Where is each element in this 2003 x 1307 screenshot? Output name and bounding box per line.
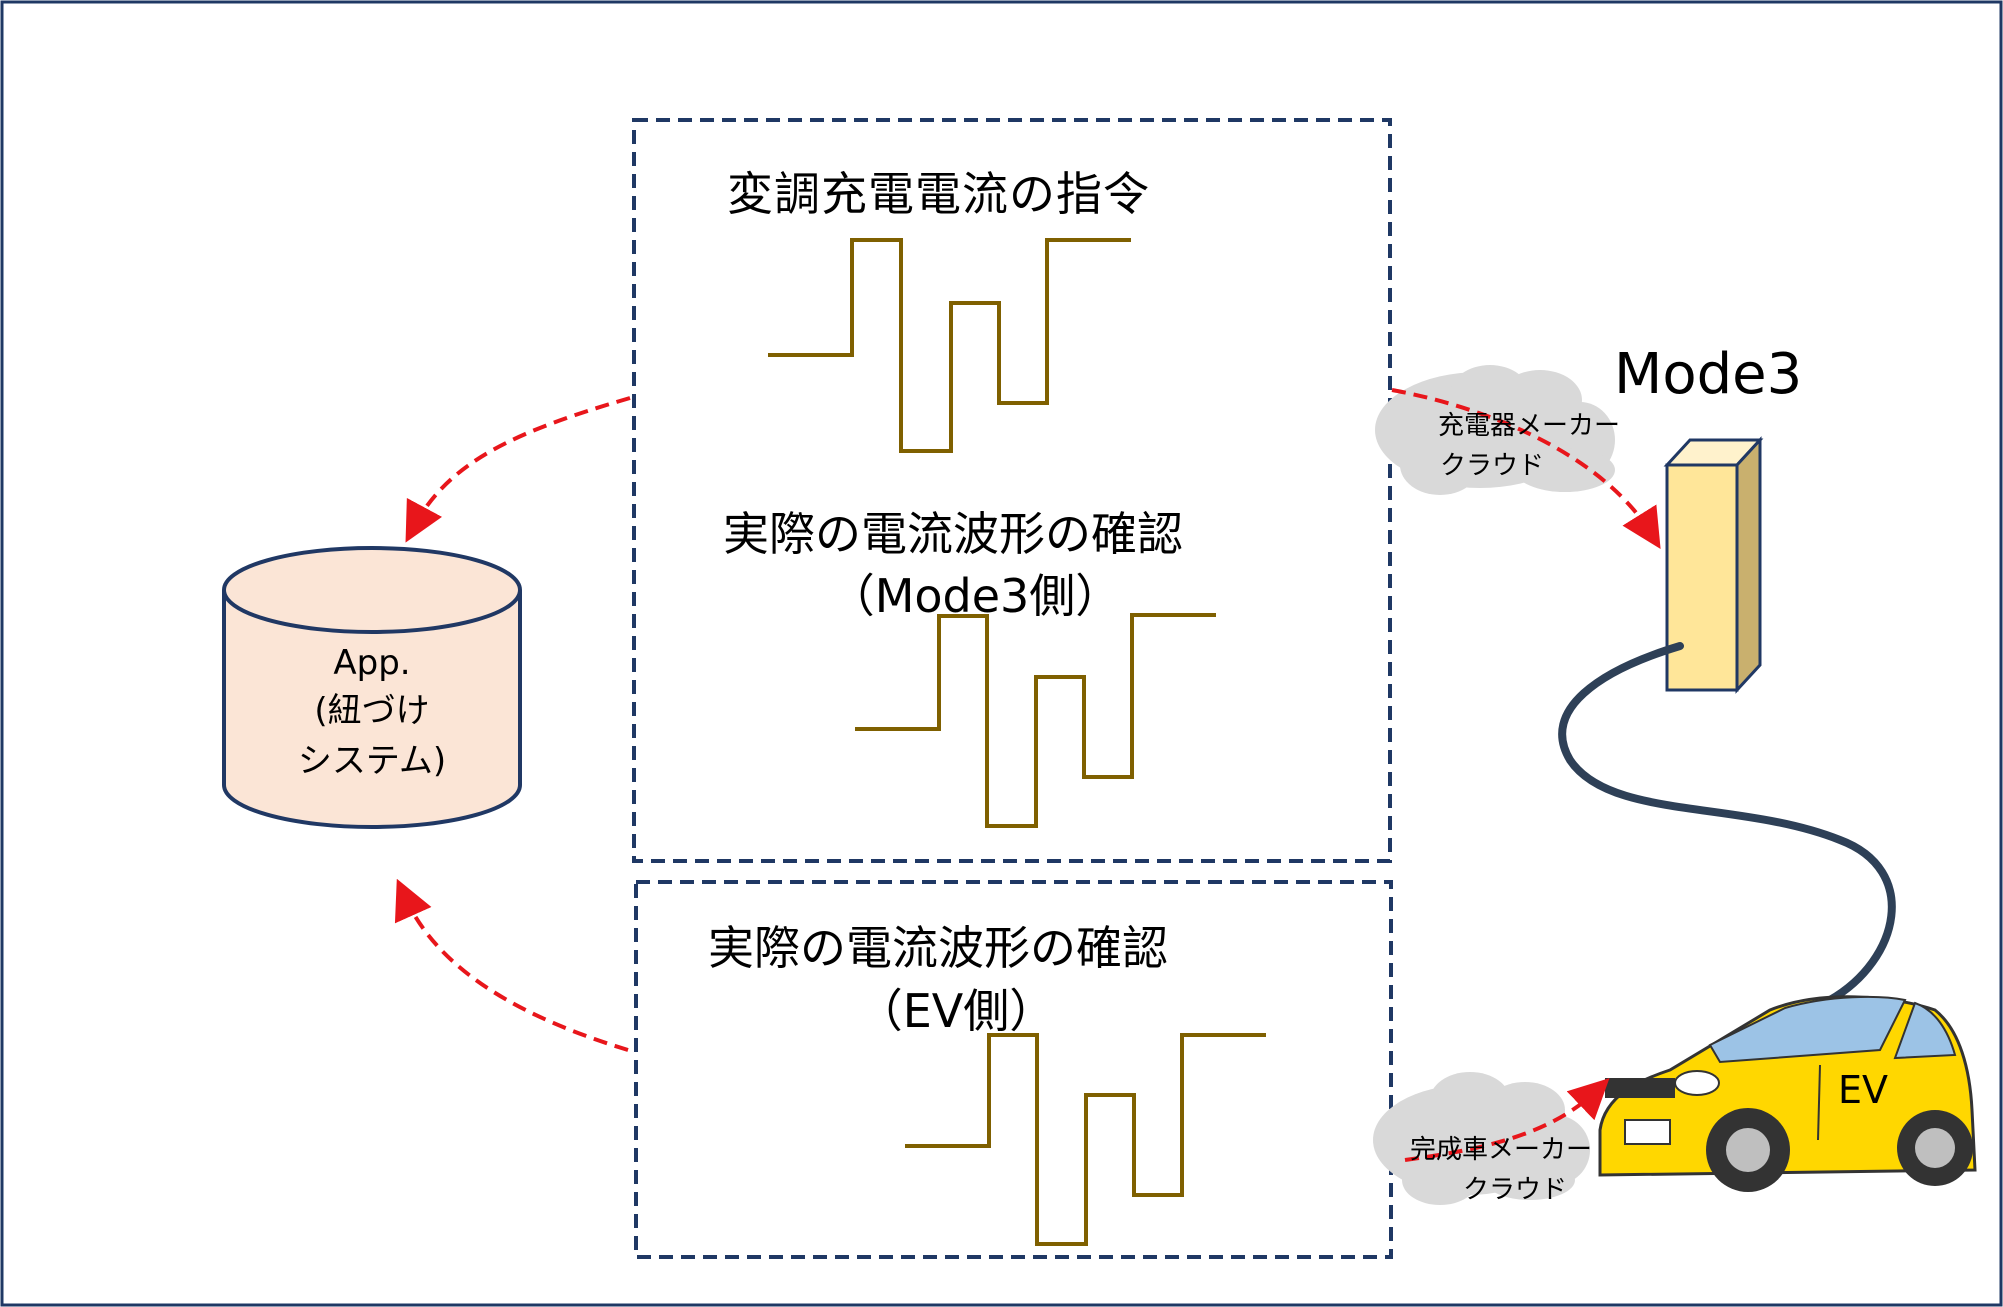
ev-car-icon [1598,995,1977,1192]
app-database-icon [222,546,522,829]
mode3-check-subtitle: （Mode3側） [828,569,1122,623]
charger-label: Mode3 [1614,342,1803,407]
app-label-line1: App. [333,643,411,683]
ev-check-title: 実際の電流波形の確認 [708,921,1168,975]
app-label-line2: (紐づけ [314,691,430,731]
ev-label: EV [1838,1068,1889,1112]
arrow-ev-to-app [394,878,629,1052]
command-title: 変調充電電流の指令 [727,167,1150,221]
arrow-command-to-charger [1391,388,1661,549]
charger-cloud-line1: 充電器メーカー [1438,411,1621,441]
vehicle-cloud-line1: 完成車メーカー [1410,1135,1593,1165]
command-waveform [768,238,1131,453]
vehicle-cloud-line2: クラウド [1463,1175,1568,1205]
vehicle-cloud-icon [1373,1072,1590,1205]
mode3-waveform [855,613,1216,828]
charger-icon [1663,436,1764,694]
ev-waveform [905,1033,1266,1246]
charger-cloud-line2: クラウド [1440,451,1545,481]
arrow-vehicle-cloud-to-ev [1404,1078,1610,1162]
ev-check-box [634,880,1393,1259]
charger-cloud-icon [1375,365,1615,495]
mode3-check-title: 実際の電流波形の確認 [723,507,1183,561]
command-and-mode3-box [632,118,1392,863]
ev-check-subtitle: （EV側） [856,984,1056,1038]
charging-cable [1558,642,1896,1004]
app-label-line3: システム) [297,741,447,781]
arrow-command-to-app [405,396,631,543]
